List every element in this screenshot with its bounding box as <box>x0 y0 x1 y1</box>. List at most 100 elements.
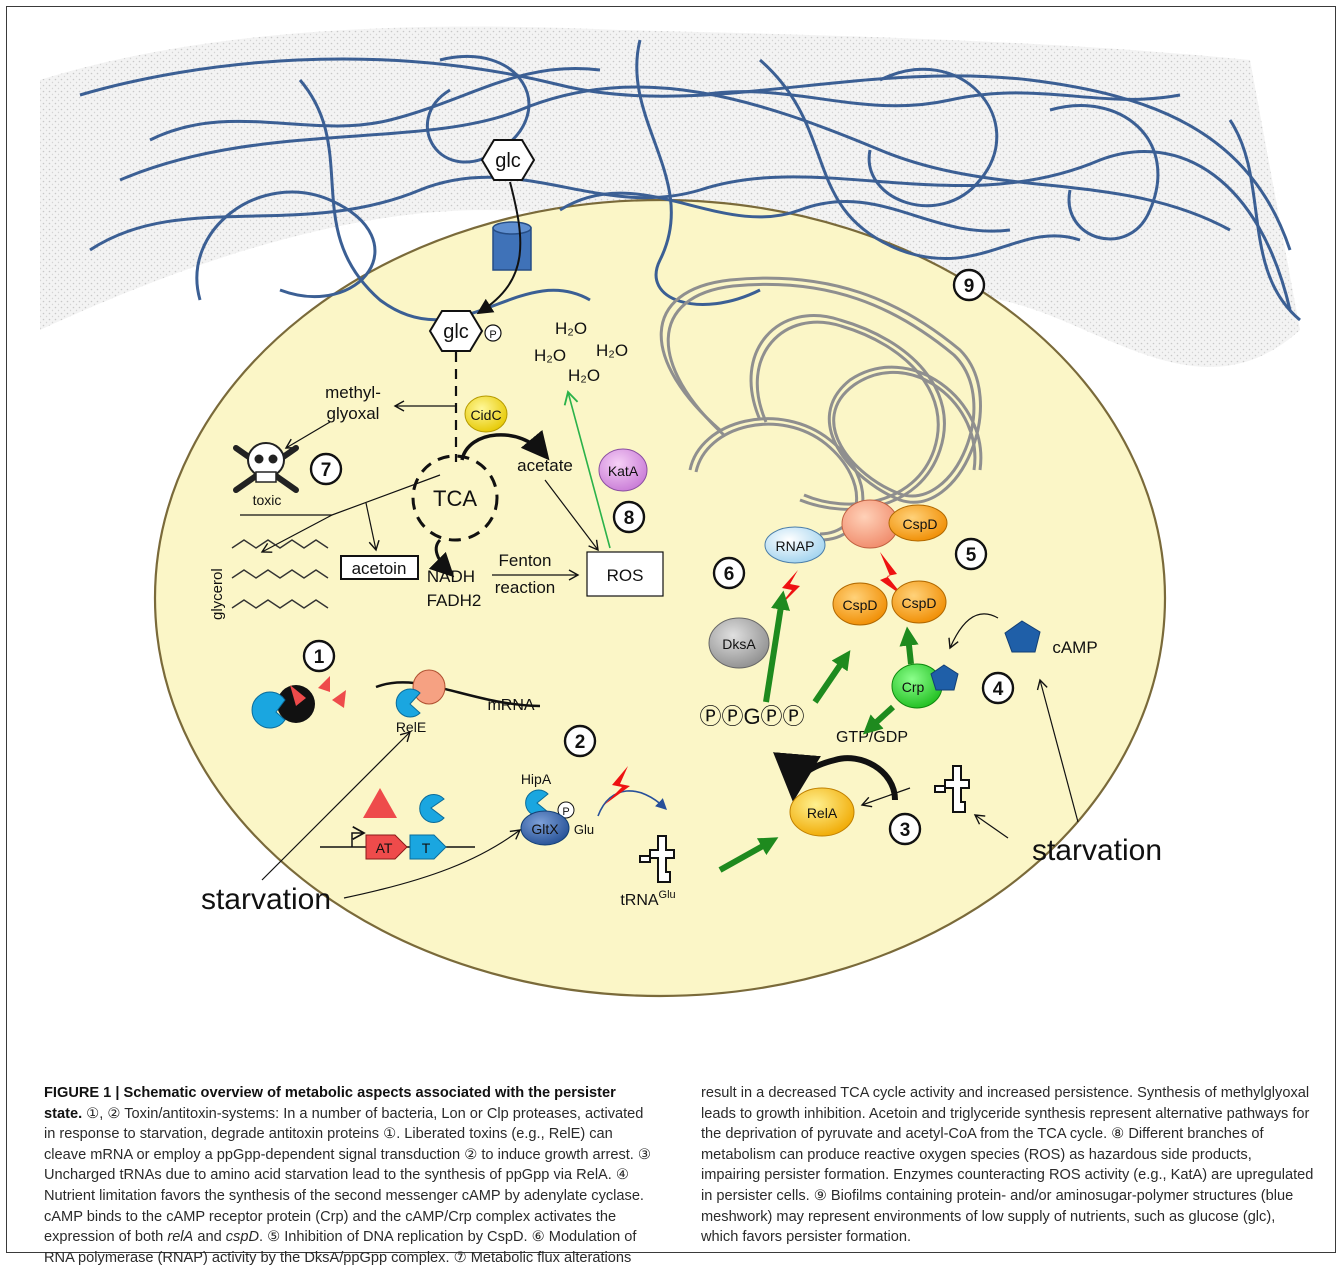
svg-text:CspD: CspD <box>842 597 877 613</box>
rela-synthesis-arrow <box>773 752 898 802</box>
trna-to-rela-arrow <box>860 787 911 808</box>
acetate-curved-arrow <box>460 429 550 461</box>
svg-text:Crp: Crp <box>902 679 925 695</box>
water-label-4: H₂O <box>568 366 600 385</box>
biofilm-meshwork <box>79 39 1301 322</box>
acetate-to-ros-arrow <box>544 479 599 552</box>
methylglyoxal-label-1: methyl- <box>325 383 381 402</box>
svg-text:6: 6 <box>724 564 735 585</box>
protease-complex <box>251 676 346 729</box>
marker-2: 2 <box>563 724 597 758</box>
marker-8: 8 <box>612 500 646 534</box>
svg-text:glc: glc <box>495 150 521 172</box>
svg-text:glc: glc <box>443 321 469 343</box>
caption-rela-italic: relA <box>167 1229 194 1246</box>
reaction-label: reaction <box>495 578 555 597</box>
inhibition-bolt-rnap <box>776 570 800 610</box>
gtp-gdp-label: GTP/GDP <box>836 729 908 746</box>
svg-text:CidC: CidC <box>470 407 501 423</box>
starvation-to-rele-arrow <box>261 730 412 881</box>
svg-text:HipA: HipA <box>521 771 552 787</box>
transporter-channel <box>492 221 532 271</box>
marker-5: 5 <box>954 537 988 571</box>
svg-text:AT: AT <box>376 840 393 856</box>
marker-6: 6 <box>712 556 746 590</box>
svg-text:toxic: toxic <box>253 492 282 508</box>
acetoin-box: acetoin <box>340 555 419 580</box>
fenton-label: Fenton <box>499 551 552 570</box>
toxin-pacman <box>419 794 445 823</box>
cspd-bound: CspD <box>888 504 948 542</box>
glc-outside-hexagon: glc <box>480 139 536 181</box>
svg-text:KatA: KatA <box>608 463 639 479</box>
svg-text:5: 5 <box>966 545 977 566</box>
figure-diagram: glc glc P methyl- glyoxal toxic CidC ace… <box>40 26 1301 998</box>
svg-text:RelE: RelE <box>396 719 426 735</box>
inhibition-bolt-gltx <box>604 766 630 805</box>
antitoxin-triangle <box>363 788 397 818</box>
trna-glu-icon <box>639 835 675 883</box>
water-label-1: H₂O <box>555 319 587 338</box>
starvation-to-camp-arrow <box>1036 678 1079 823</box>
number-markers: 1 2 3 4 5 6 7 8 9 <box>302 268 1015 846</box>
inhibition-bolt-cspd <box>880 552 903 596</box>
marker-4: 4 <box>981 671 1015 705</box>
svg-text:RNAP: RNAP <box>776 538 815 554</box>
rela-protein: RelA <box>789 787 855 837</box>
promoter-arrow <box>351 825 366 847</box>
water-label-3: H₂O <box>596 341 628 360</box>
marker-3: 3 <box>888 812 922 846</box>
svg-text:T: T <box>422 840 431 856</box>
marker-7: 7 <box>309 452 343 486</box>
svg-text:GltX: GltX <box>531 821 559 837</box>
green-activation-arrows <box>718 590 919 873</box>
ros-to-water-arrow <box>563 390 611 549</box>
acetoin-arrow <box>365 502 380 552</box>
acetate-label: acetate <box>517 456 573 475</box>
svg-text:ROS: ROS <box>607 566 644 585</box>
caption-body-1: ①, ② Toxin/antitoxin-systems: In a numbe… <box>44 1105 651 1246</box>
caption-and: and <box>193 1229 226 1246</box>
svg-text:9: 9 <box>964 276 975 297</box>
methylglyoxal-label-2: glyoxal <box>327 404 380 423</box>
water-label-2: H₂O <box>534 346 566 365</box>
antitoxin-gene: AT <box>365 834 408 860</box>
glu-transfer-arrow <box>597 790 668 817</box>
svg-text:TCA: TCA <box>433 486 477 511</box>
marker-1: 1 <box>302 639 336 673</box>
ros-box: ROS <box>586 551 664 597</box>
tca-cycle: TCA <box>411 454 499 542</box>
trna-icon-right <box>934 765 970 813</box>
starvation-to-trna-arrow <box>973 814 1009 839</box>
svg-text:CspD: CspD <box>901 595 936 611</box>
kata-protein: KatA <box>598 448 648 492</box>
hipa-gltx-complex: HipA P GltX Glu <box>520 771 594 846</box>
svg-text:RelA: RelA <box>807 805 838 821</box>
fadh2-label: FADH2 <box>427 591 482 610</box>
ppgpp-label: ⓅⓅGⓅⓅ <box>699 704 804 729</box>
starvation-label-right: starvation <box>1032 834 1162 867</box>
glc-uptake-arrow <box>476 181 522 315</box>
caption-title: FIGURE 1 | Schematic overview of metabol… <box>44 1085 616 1122</box>
svg-text:7: 7 <box>321 460 332 481</box>
dksa-protein: DksA <box>708 617 770 669</box>
svg-text:acetoin: acetoin <box>352 559 407 578</box>
figure-caption: FIGURE 1 | Schematic overview of metabol… <box>44 1083 1314 1268</box>
glycerol-arrow <box>260 514 333 553</box>
camp-label: cAMP <box>1052 638 1097 657</box>
svg-text:3: 3 <box>900 820 911 841</box>
skull-toxic-icon: toxic <box>233 442 299 508</box>
svg-text:P: P <box>562 806 569 818</box>
cidc-protein: CidC <box>464 395 508 433</box>
camp-binding-arrow <box>948 613 999 650</box>
mrna-label: mRNA <box>487 697 534 714</box>
cspd-protein-2: CspD <box>891 580 947 624</box>
crp-protein: Crp <box>891 663 959 709</box>
starvation-label-left: starvation <box>201 883 331 916</box>
svg-text:P: P <box>489 329 496 341</box>
rnap-protein: RNAP <box>764 526 826 564</box>
svg-text:DksA: DksA <box>722 636 756 652</box>
marker-9: 9 <box>952 268 986 302</box>
trna-glu-label: tRNAGlu <box>620 889 675 909</box>
figure-frame <box>6 6 1336 1253</box>
